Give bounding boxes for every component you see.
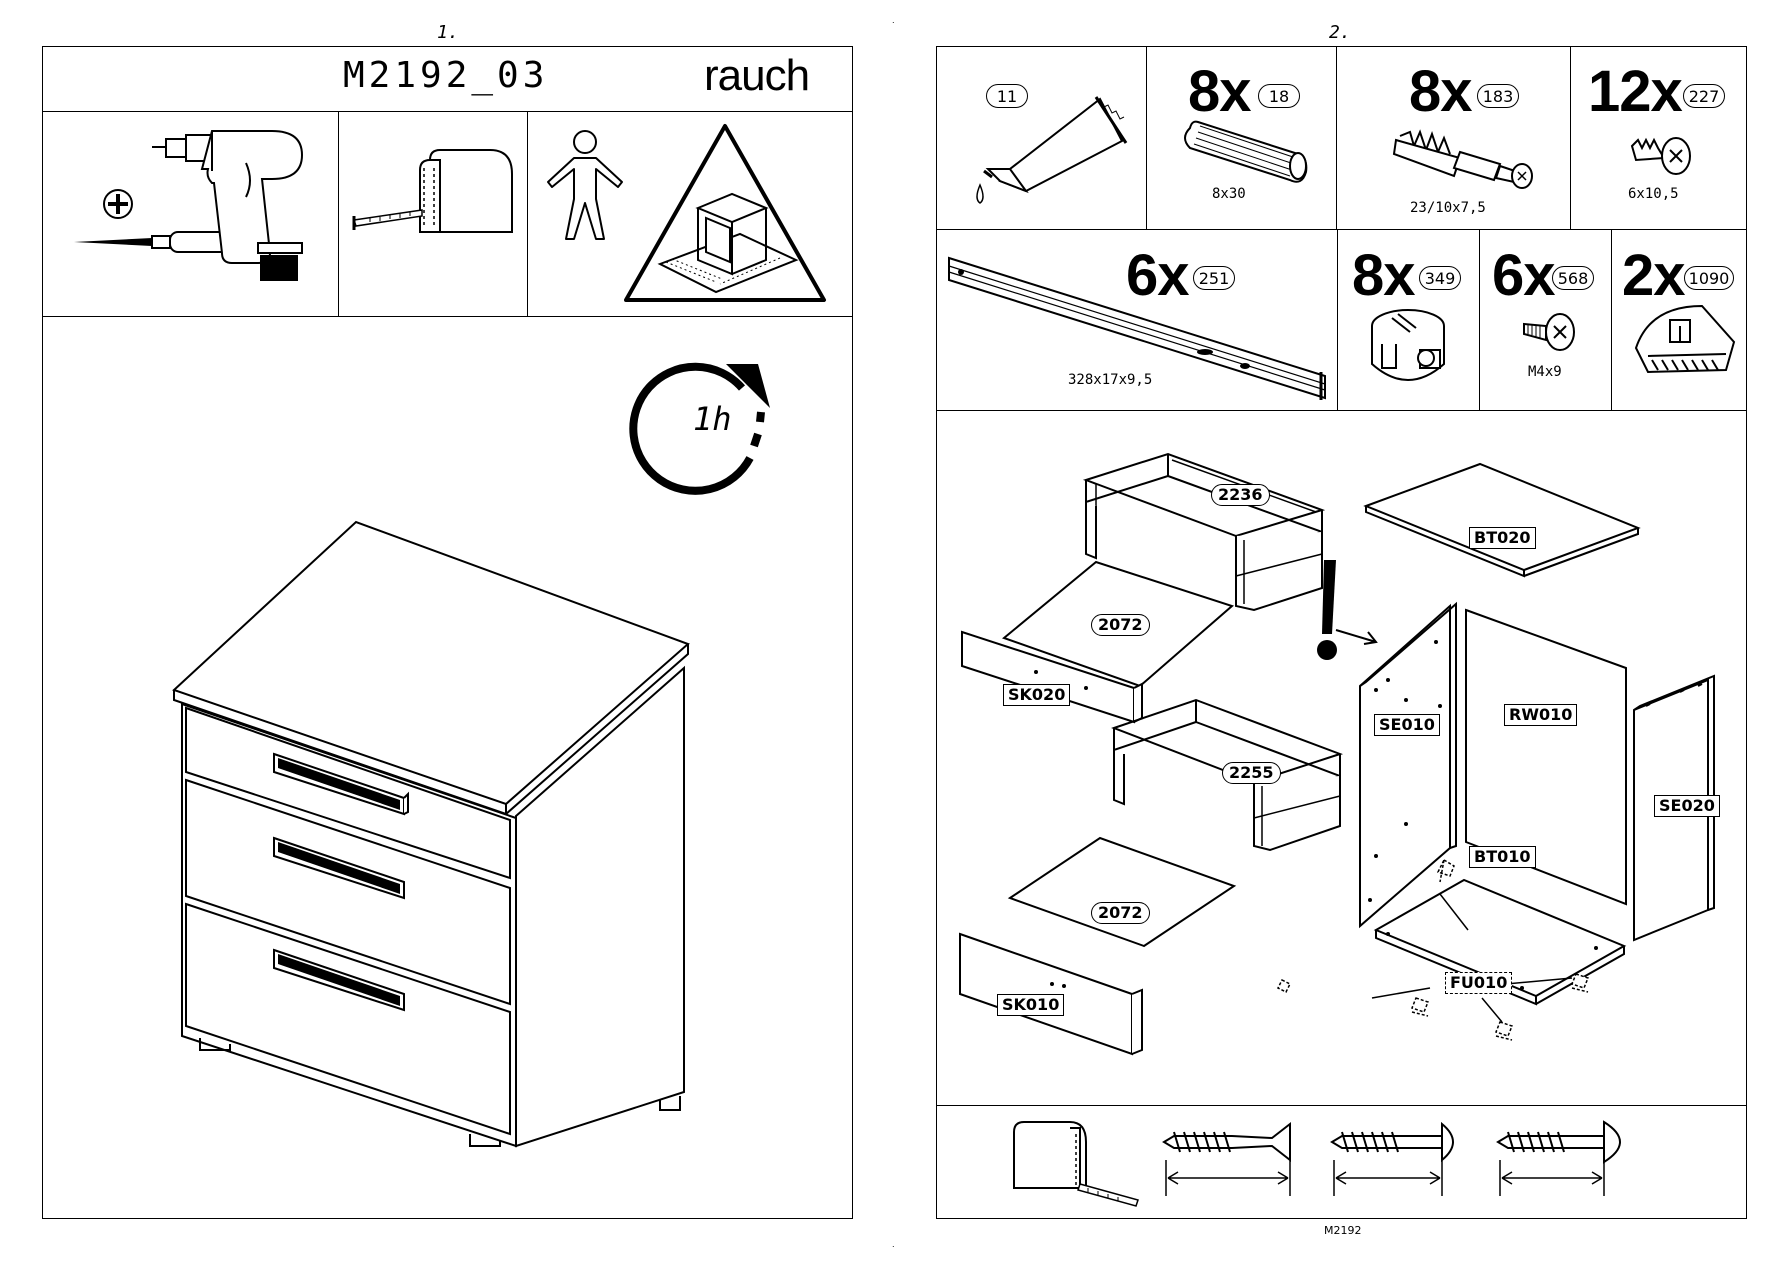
pan-head-screw-icon [1496,1120,1621,1196]
part-label-se010: SE010 [1374,714,1440,736]
part-label-2072-bottom: 2072 [1091,902,1150,924]
dim-568: M4x9 [1528,364,1562,380]
part-label-bt020: BT020 [1469,527,1536,549]
exploded-assembly-drawing [959,452,1715,1056]
part-code-18: 18 [1258,84,1300,108]
countersunk-screw-icon [1162,1121,1291,1196]
center-mark-bottom: . [892,1240,895,1249]
clock-icon [629,362,770,495]
part-label-fu010: FU010 [1445,972,1513,994]
drawer-runner-icon [948,256,1326,400]
page-number-right: 2. [1329,22,1351,43]
small-screw-icon [1523,313,1575,351]
glue-tube-icon [976,96,1128,204]
page-number-left: 1. [437,22,459,43]
drill-icon [152,130,304,281]
dim-227: 6x10,5 [1628,186,1679,202]
dim-183: 23/10x7,5 [1410,200,1486,216]
part-label-2255: 2255 [1222,762,1281,784]
part-code-11: 11 [986,84,1028,108]
connector-bolt-icon [1392,129,1533,189]
duration-label: 1h [693,400,732,438]
dim-18: 8x30 [1212,186,1246,202]
floor-protection-warning-icon [624,124,826,302]
footer-model-code: M2192 [1324,1224,1362,1237]
part-code-227: 227 [1683,84,1725,108]
qty-349: 8x [1352,243,1416,308]
round-head-screw-icon [1330,1121,1454,1196]
part-code-251: 251 [1193,266,1235,290]
dowel-icon [1184,120,1308,183]
part-label-sk020: SK020 [1003,684,1071,706]
center-mark-top: . [892,16,895,25]
part-code-568: 568 [1552,266,1594,290]
screw-icon [1630,137,1691,175]
qty-227: 12x [1588,59,1683,124]
brand-logo: rauch [704,51,810,100]
part-code-183: 183 [1477,84,1519,108]
qty-568: 6x [1492,243,1556,308]
person-icon [547,130,623,240]
part-label-bt010: BT010 [1469,846,1536,868]
screw-length-row [936,1105,1747,1219]
part-label-sk010: SK010 [997,994,1065,1016]
part-label-rw010: RW010 [1504,704,1578,726]
qty-251: 6x [1126,243,1190,308]
part-label-se020: SE020 [1654,795,1720,817]
part-label-2072-top: 2072 [1091,614,1150,636]
tape-measure-small-icon [1013,1121,1139,1207]
nightstand-icon [172,520,690,1148]
foot-glider-icon [1634,304,1736,374]
person-warning-cell [527,111,853,317]
qty-183: 8x [1409,59,1473,124]
part-code-349: 349 [1419,266,1461,290]
part-code-1090: 1090 [1684,266,1734,290]
cam-lock-icon [1371,309,1445,381]
qty-18: 8x [1188,59,1252,124]
part-label-2236: 2236 [1211,484,1270,506]
model-number: M2192_03 [343,55,549,96]
dim-251: 328x17x9,5 [1068,372,1153,388]
qty-1090: 2x [1622,243,1686,308]
tape-measure-icon [352,149,513,233]
screwdriver-icon [74,189,231,253]
